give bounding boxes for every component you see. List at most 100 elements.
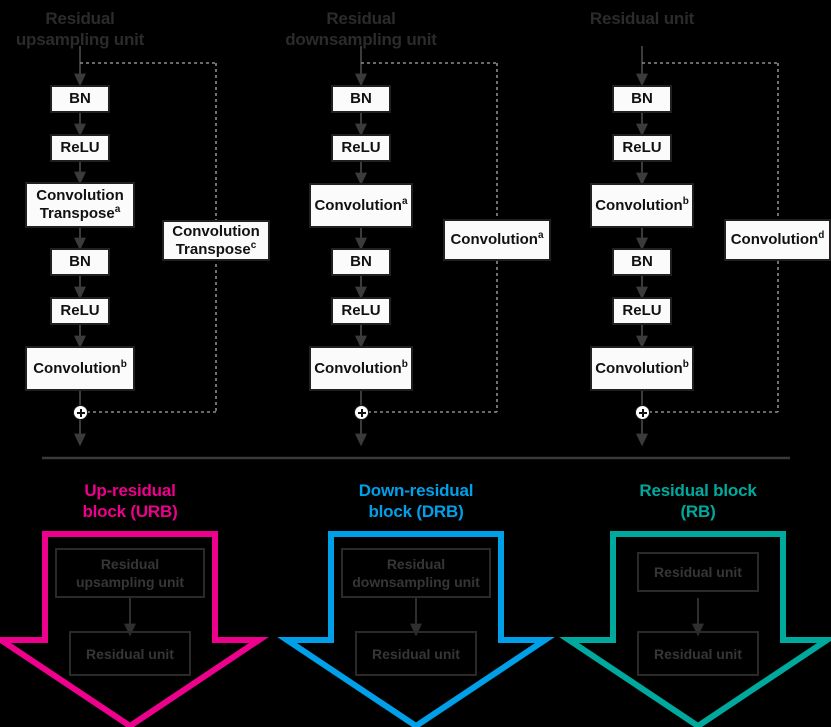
node-superscript: c [250,239,257,251]
block-title-residual-block: Residual block (RB) [618,480,778,522]
node-relu[interactable]: ReLU [331,134,391,162]
column-1-connectors [74,46,217,447]
inner-node-residual-upsampling-unit[interactable]: Residual upsampling unit [55,548,205,598]
block-title-line1: Down-residual [358,481,474,500]
node-superscript: b [120,358,127,370]
node-label-wrap: Convolution Transposec [164,223,268,259]
add-junction-1 [73,405,88,420]
node-superscript: d [818,230,825,241]
column-title-line2: upsampling unit [15,30,145,49]
node-superscript: a [537,230,544,241]
node-skip-convolution-d[interactable]: Convolutiond [724,219,831,261]
node-label: Convolution [730,231,819,248]
node-label-wrap: Convolutiond [731,231,825,249]
column-title-residual-downsampling-unit: Residual downsampling unit [281,8,441,50]
node-bn[interactable]: BN [50,85,110,113]
inner-node-residual-unit-top[interactable]: Residual unit [637,552,759,592]
inner-node-residual-unit-bottom[interactable]: Residual unit [637,631,759,676]
inner-node-residual-unit[interactable]: Residual unit [69,631,191,676]
node-relu[interactable]: ReLU [612,134,672,162]
node-label: Convolution Transpose [172,222,260,258]
node-label: ReLU [622,139,662,156]
node-label: Convolution [314,359,402,377]
block-title-line2: block (DRB) [368,502,464,521]
node-convolution-a[interactable]: Convolutiona [309,183,413,228]
node-skip-convolution-a[interactable]: Convolutiona [443,219,551,261]
node-label: BN [631,90,653,107]
node-label-wrap: Convolutionb [33,358,127,378]
block-title-up-residual-block: Up-residual block (URB) [50,480,210,522]
block-title-line2: block (URB) [82,502,178,521]
node-skip-convolution-transpose-c[interactable]: Convolution Transposec [162,220,270,261]
node-superscript: a [114,204,121,215]
node-label: Convolution [33,359,121,377]
node-superscript: b [401,358,408,370]
node-label-wrap: Convolutiona [314,195,408,215]
node-relu-2[interactable]: ReLU [50,297,110,325]
inner-node-residual-unit[interactable]: Residual unit [355,631,477,676]
inner-node-label-line1: Residual [100,556,160,572]
down-residual-block-arrow-outline [277,531,555,727]
node-bn-2[interactable]: BN [612,248,672,276]
inner-node-label-line1: Residual unit [654,564,742,580]
node-convolution-b[interactable]: Convolutionb [25,346,135,391]
node-bn[interactable]: BN [612,85,672,113]
node-convolution-b[interactable]: Convolutionb [590,183,694,228]
node-label: BN [69,253,91,270]
node-label: Convolution [595,359,683,377]
node-label: BN [350,253,372,270]
node-label: Convolution Transpose [36,187,124,222]
node-bn[interactable]: BN [331,85,391,113]
column-title-line1: Residual unit [589,9,695,28]
column-title-line1: Residual [326,9,396,28]
node-relu[interactable]: ReLU [50,134,110,162]
node-label: ReLU [341,302,381,319]
add-junction-2 [354,405,369,420]
node-label: ReLU [622,302,662,319]
block-title-line2: (RB) [680,502,716,521]
node-label-wrap: Convolutionb [595,195,689,215]
column-3-connectors [636,46,779,447]
inner-node-label-line1: Residual unit [654,645,742,662]
node-convolution-b[interactable]: Convolutionb [309,346,413,391]
node-label-wrap: Convolutiona [450,231,543,249]
node-label-wrap: Convolutionb [314,358,408,378]
residual-block-arrow-outline [559,531,831,727]
block-title-down-residual-block: Down-residual block (DRB) [336,480,496,522]
add-junction-3 [635,405,650,420]
block-title-line1: Up-residual [84,481,176,500]
node-label: BN [69,90,91,107]
inner-node-label-line2: downsampling unit [352,574,480,590]
node-superscript: a [401,195,408,207]
node-convolution-b-2[interactable]: Convolutionb [590,346,694,391]
inner-node-residual-downsampling-unit[interactable]: Residual downsampling unit [341,548,491,598]
node-label-wrap: Convolutionb [595,358,689,378]
node-label-wrap: Convolution Transposea [27,187,133,223]
column-title-line2: downsampling unit [285,30,437,49]
node-label: Convolution [450,231,538,248]
node-label: ReLU [60,139,100,156]
block-title-line1: Residual block [639,481,757,500]
column-2-connectors [355,46,498,447]
node-relu-2[interactable]: ReLU [331,297,391,325]
node-label: ReLU [341,139,381,156]
node-convolution-transpose-a[interactable]: Convolution Transposea [25,182,135,228]
node-label: BN [350,90,372,107]
node-relu-2[interactable]: ReLU [612,297,672,325]
node-label: Convolution [595,196,683,214]
node-label: Convolution [314,196,402,214]
node-bn-2[interactable]: BN [331,248,391,276]
node-label: ReLU [60,302,100,319]
up-residual-block-arrow-outline [0,531,269,727]
node-superscript: b [682,195,689,207]
node-bn-2[interactable]: BN [50,248,110,276]
inner-node-label-line1: Residual [386,556,446,572]
inner-node-label-line1: Residual unit [86,645,174,662]
node-label: BN [631,253,653,270]
inner-node-label-line2: upsampling unit [75,574,185,590]
column-title-residual-upsampling-unit: Residual upsampling unit [0,8,160,50]
node-superscript: b [682,358,689,370]
column-title-residual-unit: Residual unit [562,8,722,29]
column-title-line1: Residual [45,9,115,28]
